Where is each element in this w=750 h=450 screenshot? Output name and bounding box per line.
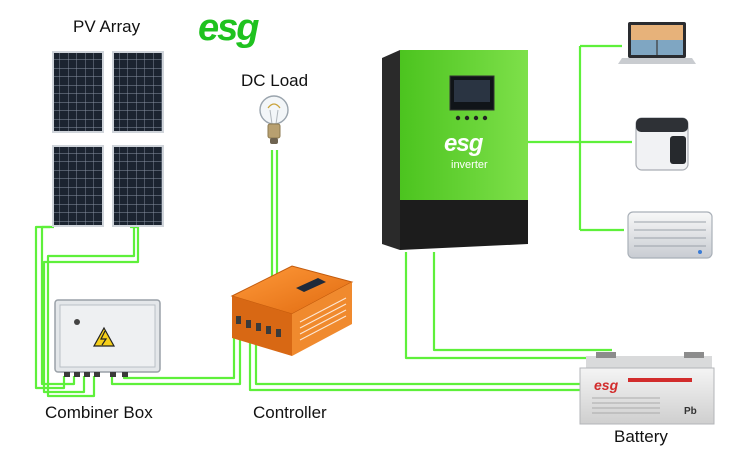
label-pv-array: PV Array: [73, 17, 141, 36]
wire-inverter-battery-2: [432, 252, 612, 352]
inverter-logo: esg: [444, 130, 484, 157]
pv-array: [52, 51, 164, 227]
warning-icon: [92, 326, 116, 347]
light-bulb-icon: [259, 95, 289, 144]
label-battery: Battery: [614, 427, 668, 446]
battery: esg Pb: [579, 352, 715, 425]
combiner-box: [54, 299, 161, 377]
laptop-icon: [618, 22, 696, 64]
heater-icon: [627, 211, 713, 259]
charge-controller: [230, 265, 354, 356]
pv-panel-1: [52, 51, 104, 133]
pv-panel-3: [52, 145, 104, 227]
pv-panel-4: [112, 145, 164, 227]
label-dc-load: DC Load: [241, 71, 308, 90]
esg-logo: esg: [198, 7, 261, 49]
inverter-word: inverter: [451, 159, 488, 171]
portable-fridge-icon: [635, 117, 689, 171]
controller-display: [296, 278, 326, 292]
battery-pb-mark: Pb: [684, 406, 697, 417]
wire-combiner-controller-1: [110, 338, 242, 386]
wire-pv-left-2: [40, 225, 76, 386]
pv-panel-2: [112, 51, 164, 133]
label-combiner-box: Combiner Box: [45, 403, 153, 422]
cable-glands: [64, 372, 128, 377]
logo-wordmark: esg: [198, 7, 259, 49]
inverter: esg inverter: [382, 50, 528, 250]
wire-pv-right-2: [46, 227, 136, 398]
label-controller: Controller: [253, 403, 327, 422]
battery-logo: esg: [594, 377, 619, 393]
wire-inverter-battery-1: [404, 252, 612, 360]
lock-icon: [74, 319, 80, 325]
